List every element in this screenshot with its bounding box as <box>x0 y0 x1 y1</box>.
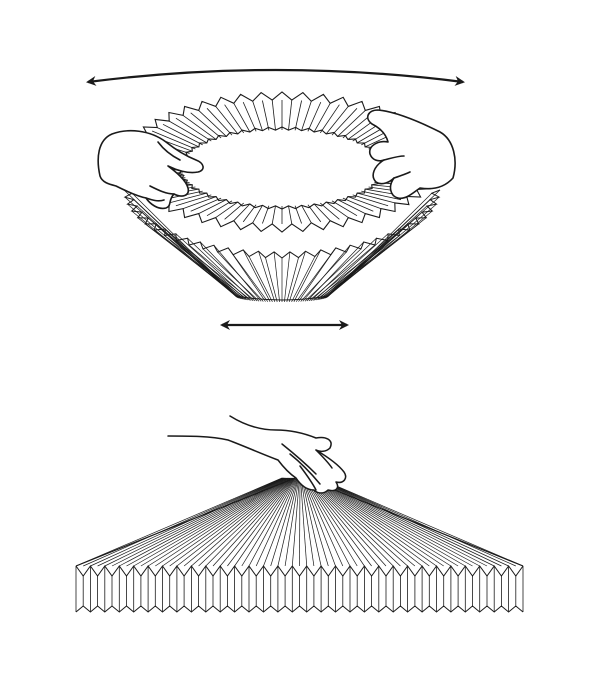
panel-stretch-step <box>86 68 465 330</box>
hand-right-icon <box>366 109 456 200</box>
hand-left-icon <box>97 129 204 210</box>
pleated-cone-icon <box>75 475 524 613</box>
pleated-ring-icon <box>120 91 443 303</box>
stretch-arrow-icon <box>86 68 465 86</box>
hand-pressing-icon <box>167 415 347 494</box>
panel-press-step <box>75 415 524 613</box>
